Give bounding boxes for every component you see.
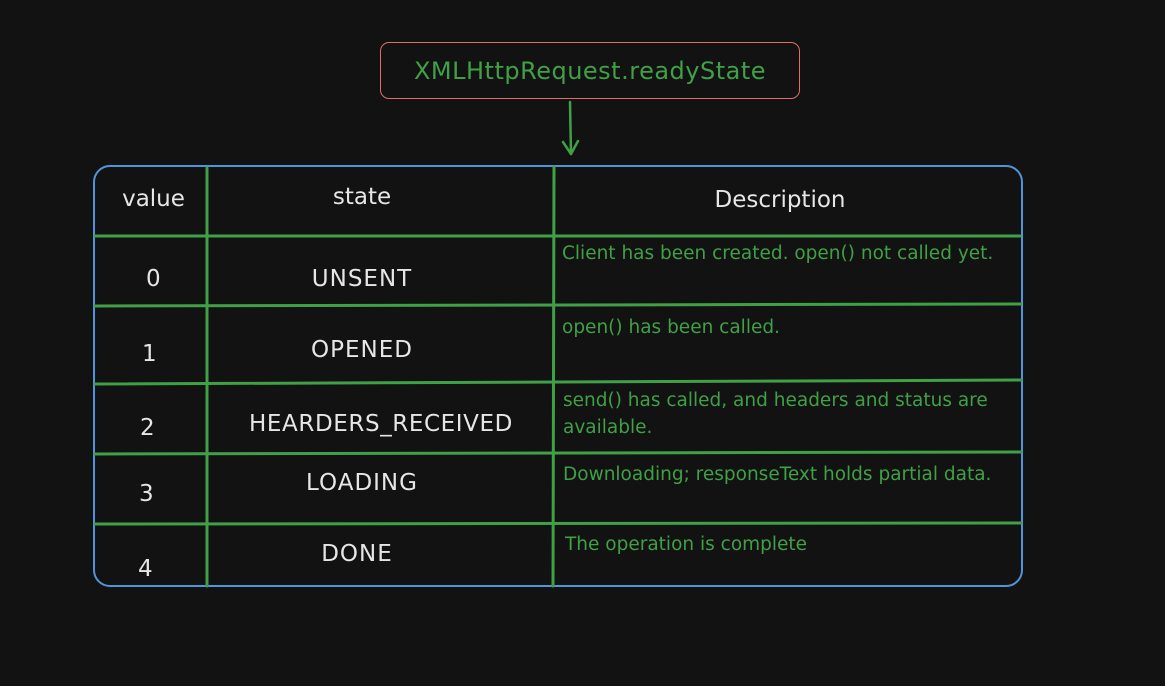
row-1-state: OPENED — [311, 337, 413, 363]
row-2-description: send() has called, and headers and statu… — [563, 390, 988, 438]
down-arrow — [561, 100, 580, 156]
row-2-state: HEARDERS_RECEIVED — [249, 411, 513, 437]
row-0-description: Client has been created. open() not call… — [562, 243, 994, 264]
header-value: value — [122, 186, 185, 212]
row-3-value: 3 — [139, 481, 154, 507]
row-1-value: 1 — [142, 341, 157, 367]
row-1-description: open() has been called. — [562, 317, 780, 338]
row-4-state: DONE — [321, 541, 393, 567]
header-description: Description — [714, 187, 846, 213]
row-3-state: LOADING — [306, 470, 418, 496]
row-4-description: The operation is complete — [565, 534, 808, 555]
diagram-title: XMLHttpRequest.readyState — [413, 56, 766, 85]
row-4-value: 4 — [138, 556, 153, 582]
title-box: XMLHttpRequest.readyState — [380, 42, 800, 99]
header-state: state — [332, 184, 392, 210]
row-3-description: Downloading; responseText holds partial … — [563, 464, 992, 485]
row-0-value: 0 — [146, 266, 161, 292]
row-2-value: 2 — [140, 415, 155, 441]
readystate-table — [93, 165, 1023, 587]
row-0-state: UNSENT — [311, 266, 413, 292]
